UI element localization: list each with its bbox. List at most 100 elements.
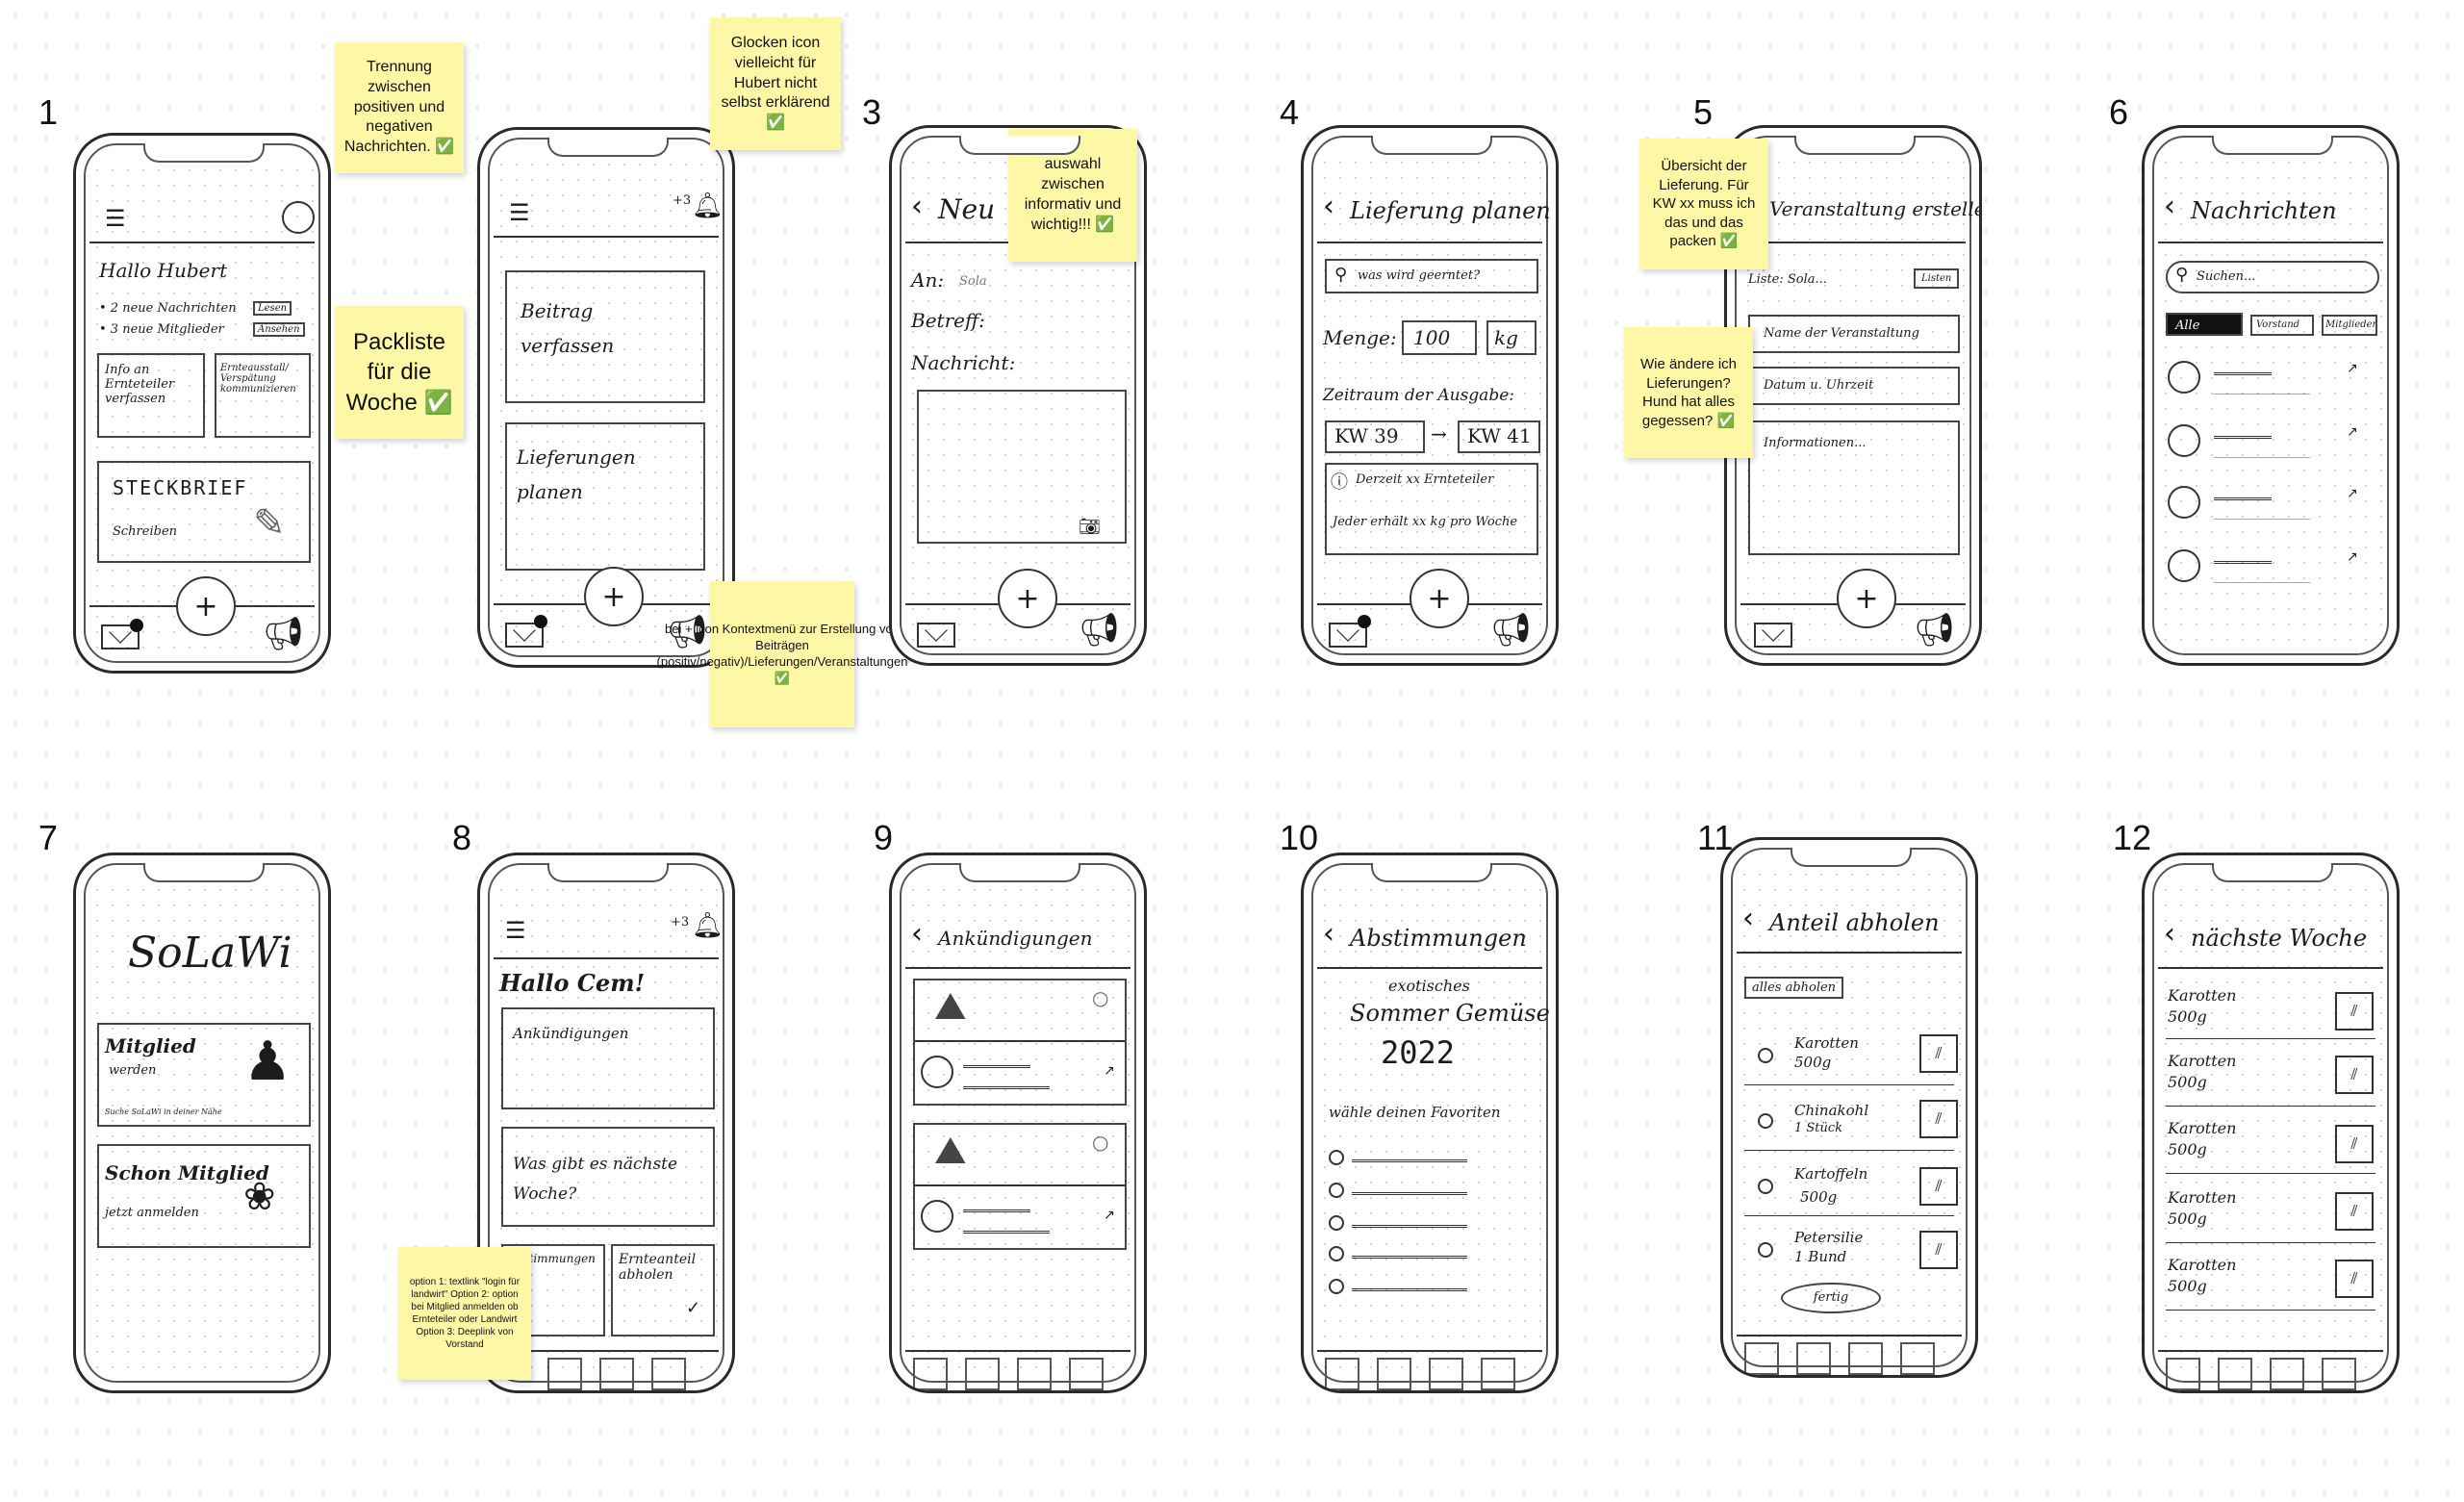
message-preview[interactable] [2214, 424, 2272, 439]
nav-tab[interactable] [1429, 1358, 1463, 1390]
open-icon[interactable]: ↗ [1104, 1063, 1115, 1079]
nav-tab[interactable] [2166, 1358, 2200, 1390]
nav-tab[interactable] [1744, 1342, 1779, 1375]
mail-icon[interactable] [1329, 623, 1367, 648]
lists-button[interactable]: Listen [1914, 268, 1960, 289]
nav-tab[interactable] [1900, 1342, 1935, 1375]
pickup-all-button[interactable]: alles abholen [1744, 977, 1844, 999]
tab-members[interactable]: Mitglieder [2322, 315, 2377, 336]
pickup-item-radio[interactable] [1758, 1242, 1773, 1258]
week-to-input[interactable]: KW 41 [1458, 420, 1540, 453]
event-name-input[interactable]: Name der Veranstaltung [1748, 315, 1960, 353]
attachment-icon[interactable]: 📷︎ [1079, 517, 1101, 537]
add-button[interactable]: + [584, 567, 644, 626]
back-arrow-icon[interactable]: ‹ [2164, 190, 2175, 223]
poll-option-radio[interactable] [1329, 1279, 1344, 1294]
done-button[interactable]: fertig [1781, 1283, 1881, 1313]
nav-tab[interactable] [1848, 1342, 1883, 1375]
megaphone-icon[interactable]: 📢︎ [1079, 611, 1121, 649]
poll-option-radio[interactable] [1329, 1150, 1344, 1165]
write-post-card[interactable]: Beitrag verfassen [505, 270, 705, 403]
hamburger-menu-icon[interactable]: ☰ [105, 205, 126, 232]
pickup-item-radio[interactable] [1758, 1179, 1773, 1194]
poll-option-radio[interactable] [1329, 1215, 1344, 1231]
pickup-item-radio[interactable] [1758, 1113, 1773, 1129]
tab-board[interactable]: Vorstand [2250, 315, 2314, 336]
bell-icon[interactable]: 🔔︎ [692, 191, 724, 220]
list-selector[interactable]: Liste: Sola... [1748, 272, 1827, 287]
harvest-search-input[interactable]: ⚲ was wird geerntet? [1325, 259, 1538, 293]
add-button[interactable]: + [998, 569, 1057, 628]
megaphone-icon[interactable]: 📢︎ [263, 615, 305, 653]
message-preview[interactable] [2214, 486, 2272, 500]
add-button[interactable]: + [1837, 569, 1896, 628]
open-message-icon[interactable]: ↗ [2347, 424, 2358, 440]
profile-card[interactable]: STECKBRIEF Schreiben ✎ [97, 461, 311, 563]
nav-tab[interactable] [965, 1358, 1000, 1390]
back-arrow-icon[interactable]: ‹ [911, 190, 923, 223]
info-card[interactable]: Info an Ernteteiler verfassen [97, 353, 205, 438]
nav-tab[interactable] [2322, 1358, 2356, 1390]
mail-icon[interactable] [101, 624, 140, 649]
open-message-icon[interactable]: ↗ [2347, 486, 2358, 501]
read-messages-button[interactable]: Lesen [253, 301, 292, 316]
unit-select[interactable]: kg [1486, 320, 1537, 355]
sticky-note-bell-icon: Glocken icon vielleicht für Hubert nicht… [710, 17, 841, 150]
nav-tab[interactable] [2270, 1358, 2304, 1390]
recipient-value[interactable]: Sola [959, 274, 987, 289]
nav-tab[interactable] [1017, 1358, 1052, 1390]
view-members-button[interactable]: Ansehen [253, 322, 305, 337]
open-message-icon[interactable]: ↗ [2347, 361, 2358, 376]
announcements-card[interactable]: Ankündigungen [501, 1007, 715, 1109]
megaphone-icon[interactable]: 📢︎ [667, 613, 709, 651]
back-arrow-icon[interactable]: ‹ [2164, 917, 2175, 951]
message-preview[interactable] [2214, 361, 2272, 375]
nav-tab[interactable] [1377, 1358, 1411, 1390]
nav-tab[interactable] [547, 1358, 582, 1390]
nav-tab[interactable] [1069, 1358, 1104, 1390]
nav-tab[interactable] [1796, 1342, 1831, 1375]
open-icon[interactable]: ↗ [1104, 1208, 1115, 1223]
mail-icon[interactable] [917, 623, 955, 648]
announcement-card[interactable]: ⛰ ○ ↗ [913, 979, 1127, 1106]
add-button[interactable]: + [1410, 569, 1469, 628]
plan-deliveries-card[interactable]: Lieferungen planen [505, 422, 705, 571]
become-member-card[interactable]: Mitglied werden Suche SoLaWi in deiner N… [97, 1023, 311, 1127]
nav-tab[interactable] [1481, 1358, 1515, 1390]
back-arrow-icon[interactable]: ‹ [911, 917, 923, 951]
back-arrow-icon[interactable]: ‹ [1742, 902, 1754, 935]
datetime-input[interactable]: Datum u. Uhrzeit [1748, 367, 1960, 405]
open-message-icon[interactable]: ↗ [2347, 549, 2358, 565]
bell-icon[interactable]: 🔔︎ [692, 911, 724, 940]
back-arrow-icon[interactable]: ‹ [1323, 190, 1334, 223]
delay-card[interactable]: Ernteausstall/ Verspätung kommunizieren [215, 353, 311, 438]
search-input[interactable]: ⚲ Suchen... [2166, 261, 2379, 293]
already-member-card[interactable]: Schon Mitglied jetzt anmelden ❀ [97, 1144, 311, 1248]
megaphone-icon[interactable]: 📢︎ [1914, 611, 1956, 649]
hamburger-menu-icon[interactable]: ☰ [505, 917, 526, 944]
profile-icon[interactable] [282, 201, 315, 234]
hamburger-menu-icon[interactable]: ☰ [509, 199, 530, 226]
nav-tab[interactable] [599, 1358, 634, 1390]
poll-option-radio[interactable] [1329, 1246, 1344, 1261]
quantity-input[interactable]: 100 [1402, 320, 1477, 355]
information-textarea[interactable]: Informationen... [1748, 420, 1960, 555]
message-textarea[interactable] [917, 390, 1127, 544]
mail-icon[interactable] [505, 623, 544, 648]
megaphone-icon[interactable]: 📢︎ [1490, 611, 1533, 649]
nav-tab[interactable] [1325, 1358, 1359, 1390]
next-week-card[interactable]: Was gibt es nächste Woche? [501, 1127, 715, 1227]
message-preview[interactable] [2214, 549, 2272, 564]
nav-tab[interactable] [651, 1358, 686, 1390]
pickup-item-radio[interactable] [1758, 1048, 1773, 1063]
week-from-input[interactable]: KW 39 [1325, 420, 1425, 453]
nav-tab[interactable] [2218, 1358, 2252, 1390]
announcement-card[interactable]: ⛰ ○ ↗ [913, 1123, 1127, 1250]
mail-icon[interactable] [1754, 623, 1792, 648]
poll-option-radio[interactable] [1329, 1183, 1344, 1198]
tab-all[interactable]: Alle [2166, 313, 2243, 336]
add-button[interactable]: + [176, 576, 236, 636]
back-arrow-icon[interactable]: ‹ [1323, 917, 1334, 951]
nav-tab[interactable] [913, 1358, 948, 1390]
pickup-card[interactable]: Ernteanteil abholen ✓ [611, 1244, 715, 1337]
